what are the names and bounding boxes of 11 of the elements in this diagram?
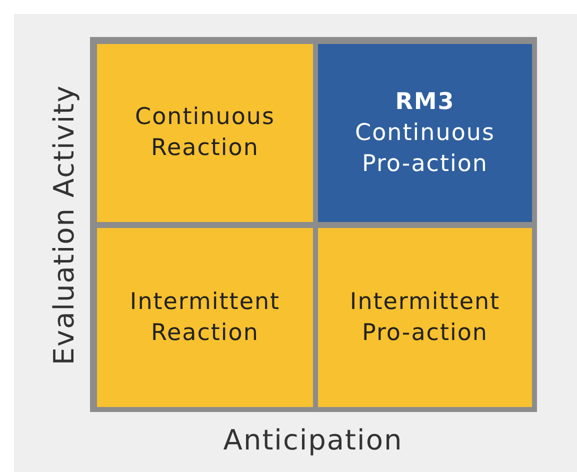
matrix-quadrant (318, 44, 532, 222)
quadrant-label: Continuous Reaction (134, 103, 276, 163)
x-axis-label: Anticipation (223, 424, 403, 456)
quadrant-label: Intermittent Reaction (128, 288, 282, 348)
matrix-quadrant (97, 44, 313, 222)
quadrant-heading: RM3 (395, 88, 455, 116)
quadrant-label: Continuous Pro-action (354, 118, 496, 178)
matrix-quadrant (97, 228, 313, 407)
y-axis-label: Evaluation Activity (48, 84, 80, 366)
quadrant-label: Intermittent Pro-action (348, 288, 502, 348)
matrix-quadrant (318, 228, 532, 407)
